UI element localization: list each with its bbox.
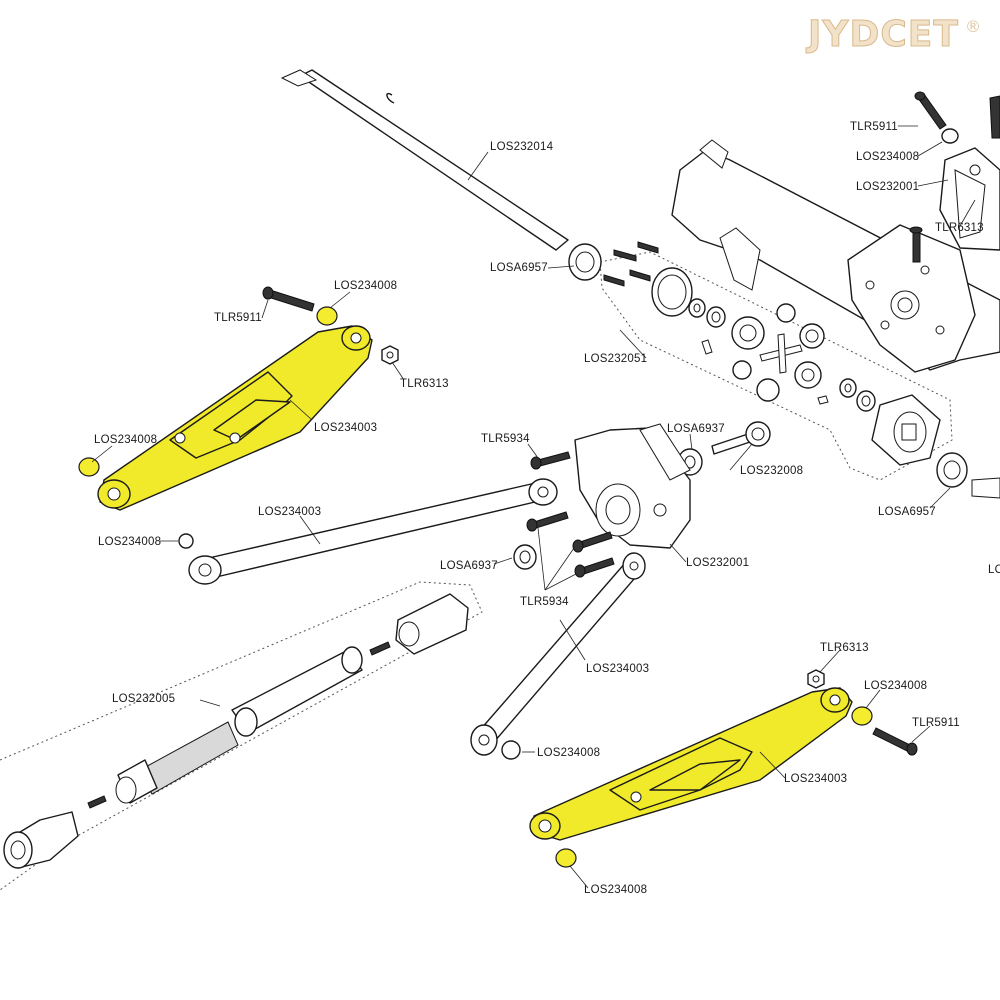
label-los232001-center: LOS232001 [686, 557, 749, 569]
screw-tlr5911-right-part [872, 727, 918, 756]
link-mount-topright-part [939, 147, 1000, 251]
label-los234003-upperlink: LOS234003 [258, 506, 321, 518]
label-los232014: LOS232014 [490, 141, 554, 153]
screws-tlr5934-part [526, 451, 615, 578]
highlighted-link-right-part [529, 687, 853, 841]
bearing-6937-mid-part [513, 544, 537, 570]
label-los234008-left-low: LOS234008 [98, 536, 161, 548]
axle-shaft-part [280, 69, 569, 251]
label-los232051: LOS232051 [584, 353, 647, 365]
label-losa6957-right: LOSA6957 [878, 506, 936, 518]
screw-tlr5911-topright-part [909, 91, 1000, 263]
label-tlr5911-right: TLR5911 [912, 717, 960, 729]
label-tlr5911-left: TLR5911 [214, 312, 262, 324]
bushing-yellow-topleft-part [316, 306, 338, 326]
screw-tlr5911-left-part [262, 286, 315, 312]
bushing-yellow-right-part [851, 706, 873, 726]
label-losa6937-mid: LOSA6937 [440, 560, 498, 572]
axle-housing-part [671, 139, 1000, 373]
upper-link-white-part [188, 478, 558, 585]
bearing-top-part [568, 243, 602, 281]
pinion-gear-part [711, 421, 771, 455]
watermark-text: JYDCET [805, 14, 959, 55]
label-los232008: LOS232008 [740, 465, 803, 477]
label-tlr5934-bottom: TLR5934 [520, 596, 569, 608]
diff-parts [603, 241, 941, 466]
label-cut-right: LO [988, 564, 1000, 576]
link-mount-center-part [574, 423, 691, 549]
label-los234008-right-bottom: LOS234008 [584, 884, 647, 896]
bushing-yellow-left-part [78, 457, 100, 477]
label-tlr6313-topright: TLR6313 [935, 222, 984, 234]
watermark-registered: ® [965, 17, 981, 36]
lower-link-white-part [470, 552, 646, 756]
label-los234003-right: LOS234003 [784, 773, 847, 785]
label-los234008-right-top: LOS234008 [864, 680, 927, 692]
label-los234003-lowerlink: LOS234003 [586, 663, 649, 675]
driveshaft-part [3, 593, 469, 869]
label-losa6937-top: LOSA6937 [667, 423, 725, 435]
bushing-white-center-part [501, 740, 521, 760]
highlighted-link-left-part [97, 325, 373, 511]
label-tlr5934-top: TLR5934 [481, 433, 530, 445]
label-losa6957-top: LOSA6957 [490, 262, 548, 274]
label-los232005: LOS232005 [112, 693, 175, 705]
label-los232001-topright: LOS232001 [856, 181, 919, 193]
label-los234008-topright: LOS234008 [856, 151, 919, 163]
part-labels: LOS232014 LOSA6957 TLR5911 LOS234008 LOS… [94, 121, 1000, 896]
label-los234008-center-low: LOS234008 [537, 747, 600, 759]
label-tlr6313-left: TLR6313 [400, 378, 449, 390]
label-los234008-left-mid: LOS234008 [94, 434, 157, 446]
label-los234008-left-top: LOS234008 [334, 280, 397, 292]
bearing-right-part [936, 452, 1000, 499]
nut-tlr6313-left-part [381, 345, 399, 365]
bushing-yellow-bottom-part [555, 848, 577, 868]
bushing-white-left-part [178, 533, 194, 549]
label-los234003-left: LOS234003 [314, 422, 377, 434]
nut-tlr6313-right-part [807, 669, 825, 689]
label-tlr5911-topright: TLR5911 [850, 121, 898, 133]
leader-lines [91, 125, 976, 889]
diff-group-outline [599, 251, 953, 481]
label-tlr6313-right: TLR6313 [820, 642, 869, 654]
